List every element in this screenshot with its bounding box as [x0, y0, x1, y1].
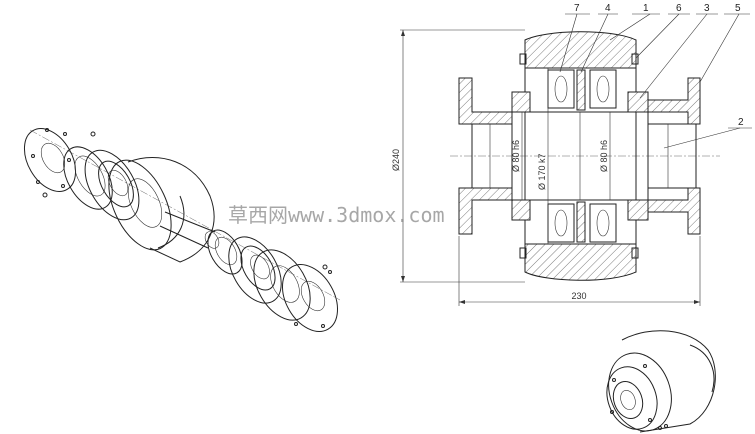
dimension-shaft-right: Ø 80 h6	[599, 140, 609, 172]
section-spacer	[576, 69, 586, 243]
exploded-cover-right	[253, 249, 311, 321]
dimension-diameter-240: Ø240	[391, 149, 401, 171]
exploded-bearing-left	[84, 149, 140, 221]
exploded-housing	[108, 156, 215, 263]
leader-lines	[559, 13, 752, 149]
section-bolts	[519, 53, 639, 259]
balloon-6: 6	[676, 3, 682, 14]
exploded-seal-left	[63, 146, 113, 210]
balloon-7: 7	[574, 3, 580, 14]
dimension-length-230: 230	[571, 291, 586, 301]
watermark-text: 草西网www.3dmox.com	[228, 203, 445, 227]
dimension-length: 230	[458, 236, 701, 306]
balloon-2: 2	[738, 117, 744, 128]
balloon-1: 1	[643, 3, 649, 14]
dimension-overall-diameter: Ø240	[391, 29, 525, 283]
exploded-left-flange	[23, 128, 77, 192]
section-housing	[524, 31, 637, 281]
dimension-bore: Ø 170 k7	[537, 153, 547, 190]
exploded-screws-left	[42, 131, 96, 198]
balloon-5: 5	[735, 3, 741, 14]
dimension-shaft-left: Ø 80 h6	[511, 140, 521, 172]
section-shaft	[511, 111, 697, 201]
dimension-internal: Ø 80 h6 Ø 170 k7 Ø 80 h6	[511, 68, 611, 244]
exploded-seal-right	[207, 229, 243, 275]
section-view: Ø240 230 Ø 80 h6 Ø 170 k7 Ø 80 h6	[391, 3, 752, 306]
section-cover-left	[511, 91, 531, 221]
balloon-3: 3	[704, 3, 710, 14]
isometric-view	[606, 330, 716, 433]
balloon-4: 4	[605, 3, 611, 14]
section-right-flange	[647, 77, 701, 235]
exploded-right-flange	[282, 264, 338, 332]
exploded-bearing-right	[228, 236, 282, 304]
exploded-shaft	[159, 211, 220, 249]
exploded-view	[23, 128, 341, 332]
